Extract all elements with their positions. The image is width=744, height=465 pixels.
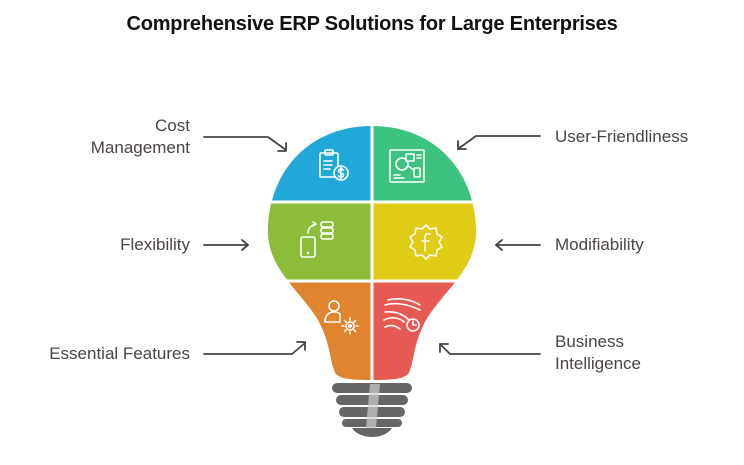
interface-layout-icon <box>389 149 425 183</box>
label-essential-features: Essential Features <box>10 343 190 365</box>
arrow-cost-management <box>203 136 287 152</box>
arrow-flexibility <box>203 239 249 251</box>
arrow-essential-features <box>203 341 306 355</box>
label-user-friendliness: User-Friendliness <box>555 126 688 148</box>
label-line: User-Friendliness <box>555 127 689 146</box>
function-gear-icon <box>409 224 443 260</box>
segment-business-intelligence <box>372 281 477 380</box>
label-line: Intelligence <box>555 354 642 373</box>
segment-cost-management <box>267 126 372 202</box>
device-database-sync-icon <box>300 221 334 258</box>
wind-clock-icon <box>383 298 421 332</box>
segment-user-friendliness <box>372 126 477 202</box>
arrow-business-intelligence <box>439 343 541 355</box>
clipboard-dollar-icon <box>319 149 349 181</box>
label-business-intelligence: Business Intelligence <box>555 331 641 375</box>
arrow-modifiability <box>495 239 541 251</box>
label-line: Management <box>90 138 190 157</box>
diagram-title: Comprehensive ERP Solutions for Large En… <box>126 13 618 35</box>
arrow-user-friendliness <box>457 135 541 150</box>
label-line: Modifiability <box>555 235 644 254</box>
segment-flexibility <box>267 202 372 281</box>
label-cost-management: Cost Management <box>90 115 190 159</box>
label-line: Business <box>555 332 624 351</box>
bulb-base <box>332 383 412 437</box>
label-line: Essential Features <box>49 344 190 363</box>
label-line: Flexibility <box>120 235 190 254</box>
user-gear-icon <box>324 300 359 335</box>
label-line: Cost <box>155 116 190 135</box>
label-modifiability: Modifiability <box>555 234 644 256</box>
label-flexibility: Flexibility <box>90 234 190 256</box>
